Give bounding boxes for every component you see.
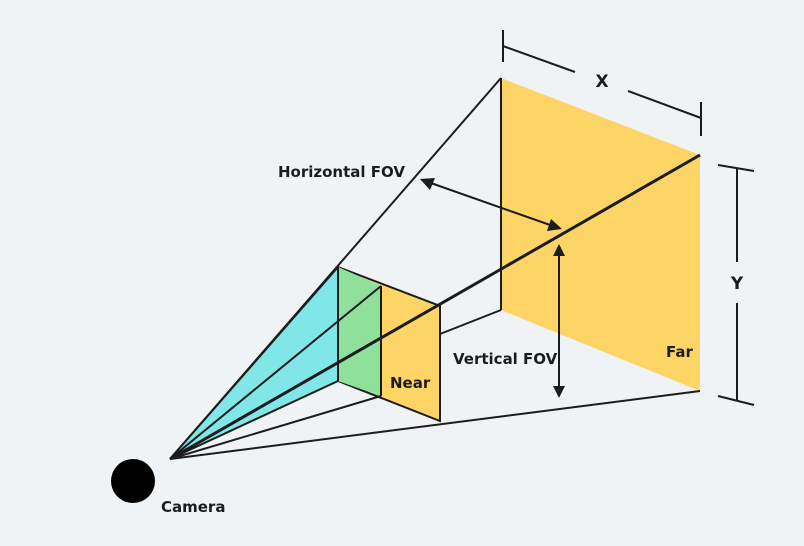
pyramid-edge-4 (169, 395, 382, 460)
horizontal-fov-arrow (420, 178, 562, 231)
frustum-edge-bottom (169, 390, 701, 460)
near-pyramid (170, 267, 381, 459)
far-plane (501, 78, 700, 391)
x-label: X (595, 72, 608, 92)
y-dimension-tick-bottom (717, 395, 755, 406)
center-line (169, 153, 701, 461)
pyramid-edge-3 (169, 380, 339, 460)
camera-dot (111, 459, 155, 503)
pyramid-edge-2 (169, 285, 382, 460)
pyramid-edge-1 (169, 266, 339, 460)
vertical-fov-arrow (553, 244, 565, 398)
x-dimension-line-b (627, 90, 702, 119)
camera-label: Camera (161, 498, 225, 516)
near-overlap (338, 267, 381, 396)
x-dimension-line-a (502, 45, 576, 73)
horizontal-fov-label: Horizontal FOV (278, 163, 405, 181)
y-label: Y (730, 274, 744, 294)
near-label: Near (390, 374, 431, 392)
far-plane-bottom-back-edge (439, 309, 502, 335)
far-label: Far (666, 343, 693, 361)
vertical-fov-label: Vertical FOV (453, 350, 558, 368)
